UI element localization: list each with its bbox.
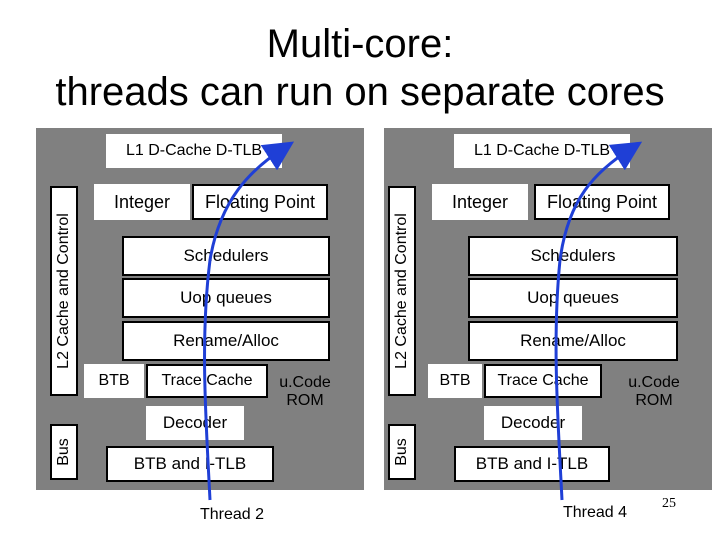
uop-queues: Uop queues	[468, 278, 678, 318]
ucode-rom: u.Code ROM	[279, 374, 331, 409]
l1-cache-label: L1 D-Cache D-TLB	[106, 134, 282, 168]
btb: BTB	[428, 364, 482, 398]
btb-and-itlb: BTB and I-TLB	[106, 446, 274, 482]
trace-cache: Trace Cache	[484, 364, 602, 398]
thread-4-label: Thread 4	[563, 504, 628, 521]
thread-2-arrow	[203, 141, 295, 501]
l2-cache-control: L2 Cache and Control	[388, 186, 416, 396]
rename-alloc: Rename/Alloc	[122, 321, 330, 361]
integer-unit: Integer	[432, 184, 528, 220]
schedulers: Schedulers	[468, 236, 678, 276]
l2-cache-control: L2 Cache and Control	[50, 186, 78, 396]
page-number: 25	[662, 496, 676, 511]
trace-cache: Trace Cache	[146, 364, 268, 398]
slide-title-line2: threads can run on separate cores	[55, 70, 665, 114]
rename-alloc: Rename/Alloc	[468, 321, 678, 361]
decoder: Decoder	[146, 406, 244, 440]
btb: BTB	[84, 364, 144, 398]
thread-2-label: Thread 2	[200, 506, 265, 523]
core-1: L1 D-Cache D-TLB L2 Cache and Control In…	[36, 128, 364, 490]
ucode-rom: u.Code ROM	[628, 374, 680, 409]
core-2: L1 D-Cache D-TLB L2 Cache and Control In…	[384, 128, 712, 490]
uop-queues: Uop queues	[122, 278, 330, 318]
l1-cache-label: L1 D-Cache D-TLB	[454, 134, 630, 168]
bus: Bus	[50, 424, 78, 480]
floating-point-unit: Floating Point	[192, 184, 328, 220]
schedulers: Schedulers	[122, 236, 330, 276]
integer-unit: Integer	[94, 184, 190, 220]
slide-title-line1: Multi-core:	[266, 22, 454, 66]
thread-4-arrow	[554, 141, 643, 501]
decoder: Decoder	[484, 406, 582, 440]
bus: Bus	[388, 424, 416, 480]
